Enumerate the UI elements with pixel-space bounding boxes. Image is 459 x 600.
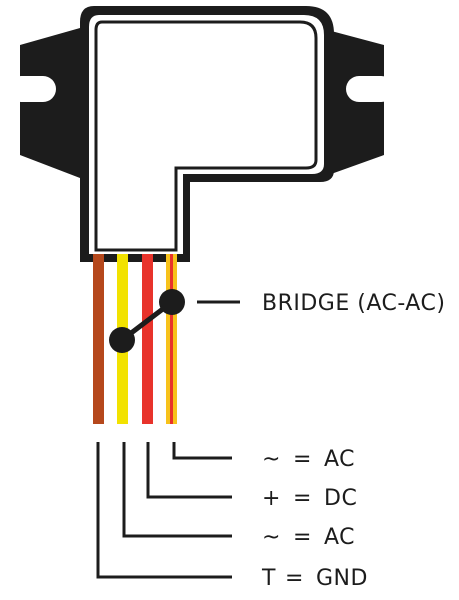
legend-row-ac-1: ~ = AC <box>262 525 355 550</box>
mounting-flange-right <box>320 28 384 178</box>
legend-symbol: ~ <box>262 447 281 472</box>
legend-row-dc: + = DC <box>262 486 357 511</box>
wire-gnd <box>93 254 104 424</box>
leader-ac-1 <box>122 442 232 538</box>
wire-dc <box>142 254 153 424</box>
legend-symbol: T <box>261 566 276 591</box>
legend-meaning: GND <box>316 566 368 591</box>
module-body <box>94 20 318 252</box>
legend-row-ac-2: ~ = AC <box>262 447 355 472</box>
legend-symbol: + <box>262 486 281 511</box>
legend-equals: = <box>285 566 304 591</box>
wire-ac-2-stripe <box>170 254 173 424</box>
flange-slot-right <box>346 76 394 102</box>
bridge-dot-upper <box>159 289 185 315</box>
mounting-flange <box>20 28 80 178</box>
bridge-jumper <box>109 289 240 353</box>
legend-equals: = <box>293 486 312 511</box>
leader-lines <box>96 442 232 579</box>
leader-dc <box>146 442 232 499</box>
leader-ac-2 <box>172 442 232 460</box>
leader-gnd <box>96 442 232 579</box>
legend-equals: = <box>293 447 312 472</box>
legend-equals: = <box>293 525 312 550</box>
legend-meaning: AC <box>324 525 355 550</box>
legend-row-gnd: T = GND <box>261 566 368 591</box>
wire-group <box>93 254 177 424</box>
flange-slot-left <box>8 76 56 102</box>
legend-meaning: DC <box>324 486 357 511</box>
bridge-dot-lower <box>109 327 135 353</box>
legend-symbol: ~ <box>262 525 281 550</box>
legend-meaning: AC <box>324 447 355 472</box>
bridge-label: BRIDGE (AC-AC) <box>262 291 445 316</box>
